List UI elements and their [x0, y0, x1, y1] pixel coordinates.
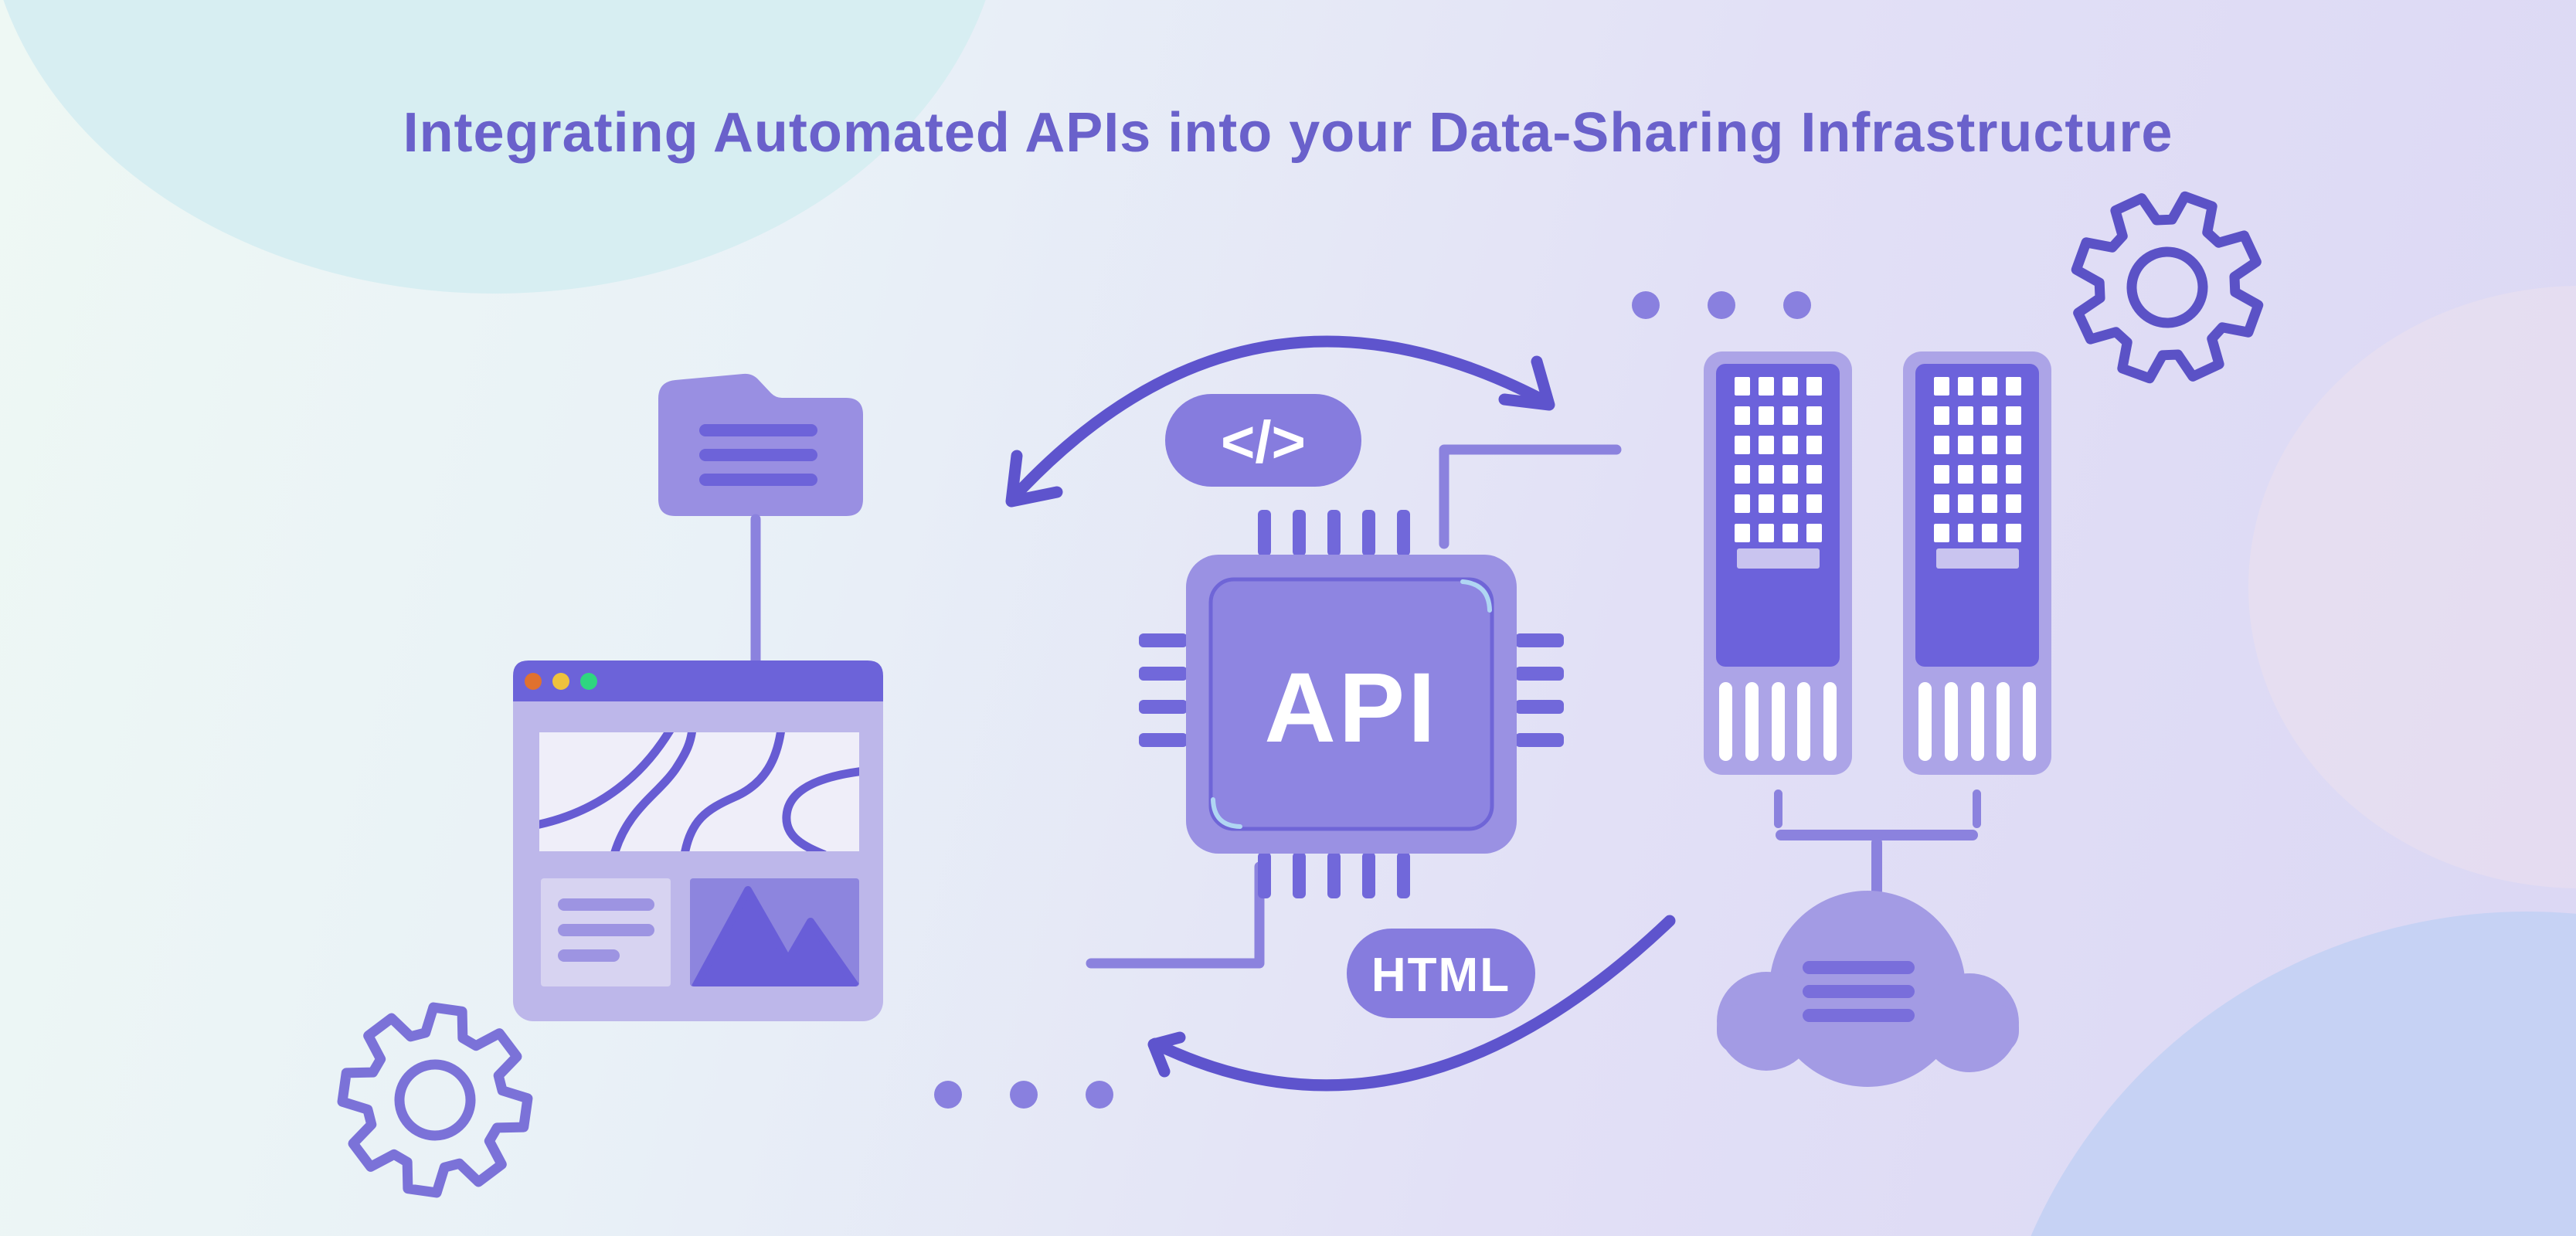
cloud-lines — [1803, 961, 1915, 1022]
arrow-bottom-curve — [1147, 915, 1676, 1092]
connector-servers-cloud — [1774, 789, 1981, 896]
chip-label: API — [1264, 653, 1438, 763]
connector-chip-servers — [1439, 444, 1622, 549]
gear-icon — [331, 997, 539, 1204]
background-blob-blue — [2031, 912, 2576, 1236]
html-badge-label: HTML — [1371, 949, 1511, 1002]
window-dot-yellow — [552, 673, 569, 690]
chip-pins-left — [1139, 633, 1188, 747]
chip-pins-top — [1258, 510, 1410, 556]
connector-chip-left — [1086, 861, 1265, 969]
server-vents — [1918, 682, 2036, 761]
window-dot-orange — [525, 673, 542, 690]
folder-icon — [658, 373, 863, 516]
background-blob-pink — [2248, 286, 2576, 888]
browser-text-card — [541, 878, 671, 986]
browser-image-card — [690, 878, 859, 986]
browser-hero-panel — [539, 732, 859, 851]
api-chip: API — [1139, 510, 1564, 898]
arrowhead-left — [1005, 450, 1063, 508]
page-title: Integrating Automated APIs into your Dat… — [403, 102, 2173, 164]
browser-titlebar — [513, 660, 883, 701]
window-dot-green — [580, 673, 597, 690]
dots-decoration-bottom — [934, 1081, 1113, 1109]
hero-squiggles — [539, 732, 859, 851]
arrow-top-curve — [1005, 335, 1555, 508]
server-vents — [1719, 682, 1837, 761]
server-slot — [1936, 548, 2019, 569]
server-rack — [1704, 351, 1852, 775]
browser-window — [513, 660, 883, 1021]
chip-inner — [1208, 577, 1494, 831]
chip-pins-bottom — [1258, 852, 1410, 898]
arrowhead-left — [1147, 1031, 1186, 1078]
background-blob-mint — [3, 0, 986, 294]
cloud-icon — [1717, 891, 2019, 1087]
html-badge: HTML — [1347, 929, 1535, 1018]
chip-pins-right — [1515, 633, 1564, 747]
server-slot — [1737, 548, 1820, 569]
dots-decoration-top — [1632, 291, 1811, 319]
code-badge: </> — [1165, 394, 1361, 487]
arrowhead-right — [1498, 355, 1555, 411]
mountain-icon — [692, 886, 859, 986]
server-rack — [1903, 351, 2051, 775]
gear-icon — [2050, 170, 2285, 405]
code-badge-label: </> — [1221, 409, 1306, 475]
